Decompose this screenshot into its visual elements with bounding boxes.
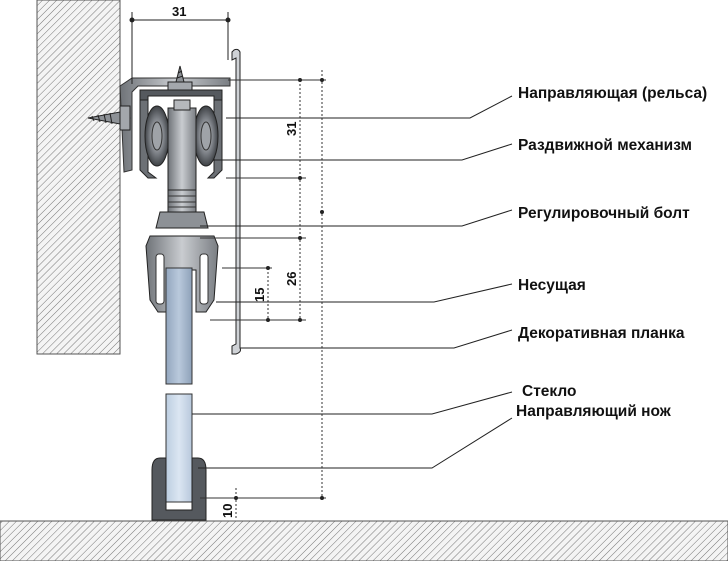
floor: [0, 520, 728, 561]
label-glass: Стекло: [522, 383, 576, 400]
label-sliding-mechanism: Раздвижной механизм: [518, 137, 692, 154]
callout-leaders: [192, 95, 513, 469]
carrier: [145, 235, 219, 313]
dimension-floor-gap-label: 10: [220, 504, 235, 518]
label-decorative-strip: Декоративная планка: [518, 325, 685, 342]
guide-knife: [151, 457, 207, 521]
dimension-dots: [234, 78, 324, 500]
glass-upper: [165, 267, 193, 385]
dimension-rail-height-label: 31: [284, 122, 299, 136]
ceiling-screw: [167, 65, 193, 91]
label-rail: Направляющая (рельса): [518, 85, 707, 102]
glass-lower: [165, 393, 193, 503]
label-guide-knife: Направляющий нож: [516, 403, 672, 420]
label-carrier: Несущая: [518, 277, 586, 294]
sliding-mechanism: [144, 99, 219, 191]
wall-screw: [87, 105, 131, 131]
dimension-bolt-offset-label: 15: [252, 288, 267, 302]
wall: [36, 0, 121, 355]
decorative-strip: [231, 48, 241, 355]
dimension-top-width: [129, 12, 231, 84]
label-adjusting-bolt: Регулировочный болт: [518, 205, 690, 222]
dimension-lines: [200, 70, 326, 520]
dimension-carrier-height-label: 26: [284, 272, 299, 286]
dimension-top-width-label: 31: [172, 4, 186, 19]
adjusting-bolt: [155, 189, 209, 229]
